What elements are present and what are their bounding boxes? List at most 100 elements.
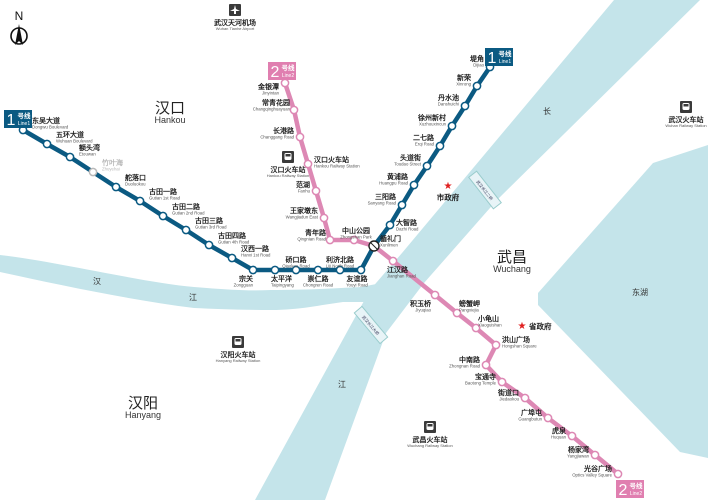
star-icon: ★ (444, 181, 453, 192)
station-name: 丹水池 (437, 93, 459, 102)
station-name: 常青花园 (262, 98, 290, 107)
station-name-en: Chongren Road (303, 283, 334, 288)
station-name: 中南路 (459, 355, 481, 364)
station-marker (422, 161, 432, 171)
station-marker (452, 308, 462, 318)
badge-number: 2 (619, 482, 628, 499)
station-name: 积玉桥 (410, 299, 432, 308)
airport-icon (229, 4, 241, 16)
station-name-en: Yangjiawan (567, 454, 590, 459)
station-name-en: Jianghan Road (387, 274, 417, 279)
station-name: 长港路 (273, 126, 295, 135)
station-name-en: Jiedaokou (499, 397, 519, 402)
station-marker (491, 340, 501, 350)
landmark-name: 武昌火车站 (413, 435, 448, 444)
station-name-en: Optics Valley Square (572, 473, 612, 478)
station-name: 洪山广场 (502, 335, 530, 344)
railway-station-icon (282, 151, 294, 163)
station-name-en: Dazhi Road (396, 227, 419, 232)
station-marker (227, 253, 237, 263)
station-name-en: Changqinghuayuan (253, 107, 291, 112)
station-name: 江汉路 (387, 265, 409, 274)
station-name-en: Changgang Road (260, 135, 294, 140)
water-label: 汉 (93, 277, 101, 286)
station-name: 街道口 (497, 388, 519, 397)
station-name: 古田四路 (218, 231, 247, 240)
yangtze-river (255, 0, 700, 500)
station-name: 东吴大道 (32, 116, 60, 125)
region-wuchang-en: Wuchang (493, 264, 531, 274)
station-marker (42, 139, 52, 149)
badge-zh: 号线 (282, 63, 296, 72)
station-name-en: Dongwu Boulevard (32, 125, 69, 130)
landmark-name: 市政府 (437, 192, 460, 202)
star-icon: ★ (518, 321, 527, 332)
station-name: 舵落口 (125, 173, 146, 182)
station-marker (158, 211, 168, 221)
badge-en: Line1 (18, 121, 30, 127)
station-name: 汉口火车站 (314, 155, 349, 164)
station-marker (460, 101, 470, 111)
region-hankou: 汉口 (155, 99, 185, 117)
station-name: 虎泉 (552, 426, 567, 435)
station-name-en: Xinrong (456, 82, 471, 87)
station-name-en: Xiaoguishan (478, 323, 502, 328)
landmark-government: ★省政府 (518, 321, 552, 332)
station-name-en: Hanxi 1st Road (241, 253, 271, 258)
station-name-en: Dijiao (473, 63, 484, 68)
station-name: 王家墩东 (290, 206, 318, 215)
badge-number: 1 (488, 50, 497, 67)
station-marker (111, 182, 121, 192)
station-name: 堤角 (470, 54, 484, 63)
landmark-name: 武汉火车站 (669, 115, 704, 124)
station-name-en: Wangjiadun East (286, 215, 319, 220)
